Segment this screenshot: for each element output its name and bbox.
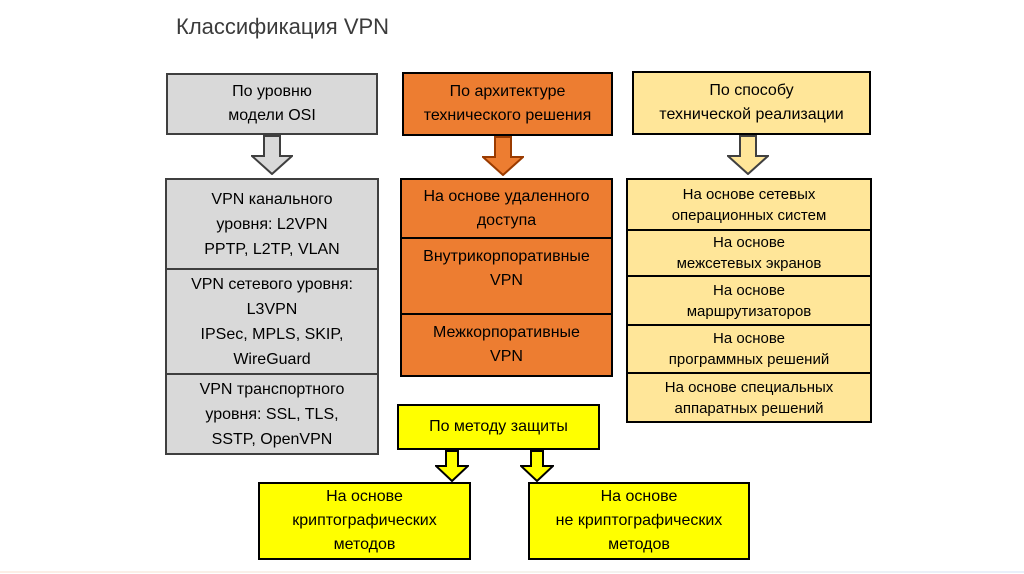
osi-level-item: VPN канального уровня: L2VPN PPTP, L2TP,… [204,190,340,258]
implementation-item: На основе специальных аппаратных решений [628,372,870,421]
architecture-item: Межкорпоративные VPN [402,313,611,375]
implementation-item: На основе сетевых операционных систем [671,185,827,224]
architecture-list: На основе удаленного доступа Внутрикорпо… [400,178,613,377]
implementation-list: На основе сетевых операционных систем На… [626,178,872,423]
architecture-item: Внутрикорпоративные VPN [402,237,611,313]
slide-bottom-border [0,571,1024,573]
down-arrow-icon [727,135,769,175]
header-by-architecture: По архитектуре технического решения [402,72,613,136]
osi-level-list: VPN канального уровня: L2VPN PPTP, L2TP,… [165,178,379,455]
down-arrow-icon [520,450,554,482]
down-arrow-icon [482,136,524,176]
architecture-item: На основе удаленного доступа [423,187,590,229]
implementation-item: На основе межсетевых экранов [628,229,870,275]
down-arrow-icon [435,450,469,482]
osi-level-item: VPN сетевого уровня: L3VPN IPSec, MPLS, … [167,268,377,373]
header-by-implementation: По способу технической реализации [632,71,871,135]
header-by-osi-level: По уровню модели OSI [166,73,378,135]
implementation-item: На основе программных решений [628,324,870,372]
protection-method-item: На основе не криптографических методов [528,482,750,560]
osi-level-item: VPN транспортного уровня: SSL, TLS, SSTP… [167,373,377,453]
down-arrow-icon [251,135,293,175]
implementation-item: На основе маршрутизаторов [628,275,870,324]
protection-method-item: На основе криптографических методов [258,482,471,560]
page-title: Классификация VPN [176,14,390,39]
header-by-protection-method: По методу защиты [397,404,600,450]
